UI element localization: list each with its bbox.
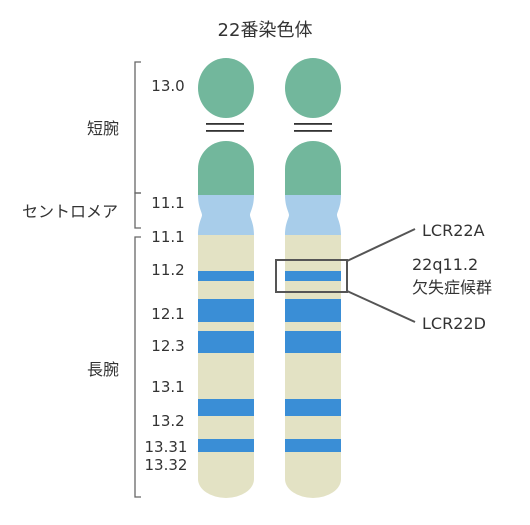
band-label-12-1: 12.1: [151, 305, 184, 323]
band-11-2-right: [285, 271, 341, 281]
callout-line-lcr22d: [346, 290, 416, 323]
short-arm-label: 短腕: [87, 119, 119, 138]
stalk-marker-left: [206, 123, 244, 125]
band-label-13-1: 13.1: [151, 378, 184, 396]
band-label-13-0: 13.0: [151, 77, 184, 95]
band-label-13-31: 13.31: [145, 438, 188, 456]
band-label-11-2: 11.2: [151, 261, 184, 279]
syndrome-name-label: 欠失症候群: [412, 278, 492, 297]
bands-right: [285, 271, 341, 452]
short-arm-right: [285, 141, 341, 195]
band-11-2-left: [198, 271, 254, 281]
callout-line-lcr22a: [346, 228, 416, 262]
long-arm-label: 長腕: [87, 360, 119, 379]
chromosome-right: [285, 58, 341, 498]
band-12-1-right: [285, 299, 341, 322]
band-12-3-right: [285, 331, 341, 353]
centromere-bracket: [134, 192, 141, 229]
deletion-region-box: [275, 259, 348, 293]
diagram-title: 22番染色体: [218, 20, 313, 41]
band-12-1-left: [198, 299, 254, 322]
band-label-13-32: 13.32: [145, 456, 188, 474]
satellite-left: [198, 58, 254, 118]
stalk-marker-left-2: [206, 130, 244, 132]
chromosome-left: [198, 58, 254, 498]
lcr22d-label: LCR22D: [422, 314, 486, 333]
band-12-3-left: [198, 331, 254, 353]
short-arm-left: [198, 141, 254, 195]
stalk-marker-right-2: [294, 130, 332, 132]
long-arm-bracket: [134, 236, 141, 498]
satellite-right: [285, 58, 341, 118]
band-label-11-1-bottom: 11.1: [151, 228, 184, 246]
centromere-right: [285, 195, 341, 235]
band-label-12-3: 12.3: [151, 337, 184, 355]
centromere-left: [198, 195, 254, 235]
short-arm-bracket: [134, 61, 141, 194]
band-13-31-right: [285, 439, 341, 452]
band-13-2-right: [285, 399, 341, 416]
band-13-31-left: [198, 439, 254, 452]
stalk-marker-right: [294, 123, 332, 125]
centromere-label: セントロメア: [22, 202, 118, 221]
band-13-2-left: [198, 399, 254, 416]
lcr22a-label: LCR22A: [422, 221, 485, 240]
bands-left: [198, 271, 254, 452]
band-label-11-1-top: 11.1: [151, 194, 184, 212]
band-label-13-2: 13.2: [151, 412, 184, 430]
syndrome-locus-label: 22q11.2: [412, 255, 478, 274]
